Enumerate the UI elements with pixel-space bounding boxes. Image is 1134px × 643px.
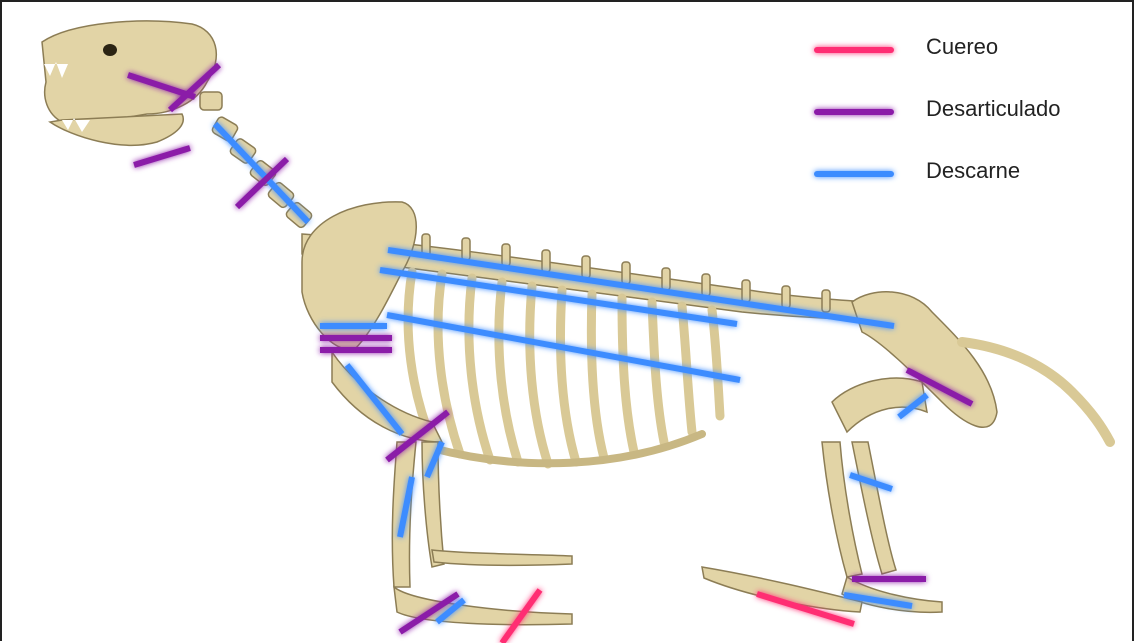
- descarne-line-back-upper: [388, 250, 894, 326]
- legend: Cuereo Desarticulado Descarne: [814, 32, 1114, 218]
- legend-swatch-cuereo: [814, 47, 894, 53]
- legend-item-desarticulado: Desarticulado: [814, 94, 1114, 156]
- legend-swatch-desarticulado: [814, 109, 894, 115]
- legend-item-descarne: Descarne: [814, 156, 1114, 218]
- legend-label-desarticulado: Desarticulado: [926, 96, 1061, 122]
- descarne-line-neck: [215, 124, 308, 222]
- legend-label-descarne: Descarne: [926, 158, 1020, 184]
- legend-label-cuereo: Cuereo: [926, 34, 998, 60]
- desarticulado-line-mandible: [134, 148, 190, 165]
- legend-swatch-descarne: [814, 171, 894, 177]
- skull: [42, 21, 216, 145]
- legend-item-cuereo: Cuereo: [814, 32, 1114, 94]
